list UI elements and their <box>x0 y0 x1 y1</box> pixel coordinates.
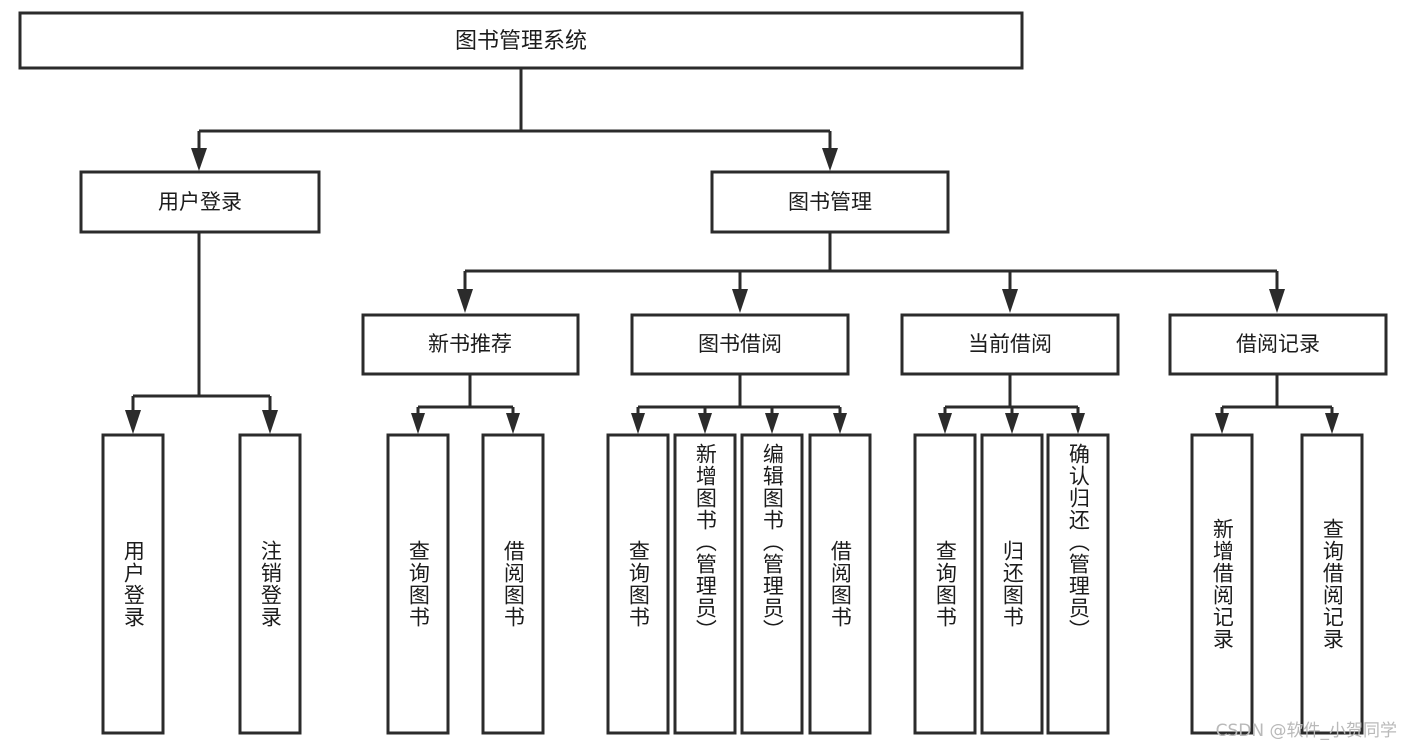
node-book-borrow[interactable]: 图书借阅 <box>630 313 850 376</box>
node-layer: 图书管理系统 用户登录 图书管理 新书推荐 图书借阅 当前 <box>18 11 1388 735</box>
leaf-box-logout[interactable] <box>238 433 302 735</box>
node-current-borrow-box[interactable] <box>900 313 1120 376</box>
arrowhead-br-leaf-1 <box>1215 413 1229 434</box>
leaf-box-bb-borrow-book[interactable] <box>808 433 872 735</box>
arrowhead-nbr-leaf-2 <box>506 413 520 434</box>
leaf-box-br-add-record[interactable] <box>1190 433 1254 735</box>
node-borrow-record-box[interactable] <box>1168 313 1388 376</box>
leaf-box-br-query-record[interactable] <box>1300 433 1364 735</box>
leaf-box-cb-return-book[interactable] <box>980 433 1044 735</box>
leaf-box-nbr-query-book[interactable] <box>386 433 450 735</box>
leaf-box-cb-query-book[interactable] <box>913 433 977 735</box>
arrowhead-bb-leaf-1 <box>631 413 645 434</box>
node-book-manage-label: 图书管理 <box>788 190 872 214</box>
node-borrow-record-label: 借阅记录 <box>1236 332 1320 356</box>
node-book-manage[interactable]: 图书管理 <box>710 170 950 234</box>
node-new-book-rec-label: 新书推荐 <box>428 332 512 356</box>
node-root-box[interactable] <box>18 11 1024 70</box>
arrowhead-user-login <box>191 148 207 171</box>
arrowhead-cb-leaf-2 <box>1005 413 1019 434</box>
node-user-login-box[interactable] <box>79 170 321 234</box>
connector-layer <box>125 68 1339 434</box>
arrowhead-br-leaf-2 <box>1325 413 1339 434</box>
node-root[interactable]: 图书管理系统 <box>18 11 1024 70</box>
arrowhead-leaf-user-login <box>125 410 141 434</box>
node-current-borrow[interactable]: 当前借阅 <box>900 313 1120 376</box>
leaf-box-bb-edit-book[interactable] <box>740 433 804 735</box>
node-book-manage-box[interactable] <box>710 170 950 234</box>
node-root-label: 图书管理系统 <box>455 29 587 54</box>
node-book-borrow-label: 图书借阅 <box>698 332 782 356</box>
arrowhead-nbr-leaf-1 <box>411 413 425 434</box>
leaf-box-cb-confirm-return[interactable] <box>1046 433 1110 735</box>
arrowhead-bb-leaf-2 <box>698 413 712 434</box>
arrowhead-cb-leaf-3 <box>1071 413 1085 434</box>
arrowhead-book-manage <box>822 148 838 171</box>
arrowhead-borrow-record <box>1269 289 1285 313</box>
leaf-box-bb-query-book[interactable] <box>606 433 670 735</box>
arrowhead-bb-leaf-3 <box>765 413 779 434</box>
arrowhead-book-borrow <box>732 289 748 313</box>
node-borrow-record[interactable]: 借阅记录 <box>1168 313 1388 376</box>
leaf-box-user-login[interactable] <box>101 433 165 735</box>
leaf-box-nbr-borrow-book[interactable] <box>481 433 545 735</box>
leaf-box-bb-add-book[interactable] <box>673 433 737 735</box>
node-current-borrow-label: 当前借阅 <box>968 332 1052 356</box>
node-new-book-rec[interactable]: 新书推荐 <box>361 313 580 376</box>
node-new-book-rec-box[interactable] <box>361 313 580 376</box>
arrowhead-new-book-rec <box>457 289 473 313</box>
arrowhead-leaf-logout <box>262 410 278 434</box>
arrowhead-current-borrow <box>1002 289 1018 313</box>
node-book-borrow-box[interactable] <box>630 313 850 376</box>
arrowhead-cb-leaf-1 <box>938 413 952 434</box>
csdn-watermark: CSDN @软件_小贺同学 <box>1215 721 1397 741</box>
node-user-login-label: 用户登录 <box>158 190 242 214</box>
node-user-login[interactable]: 用户登录 <box>79 170 321 234</box>
arrowhead-bb-leaf-4 <box>833 413 847 434</box>
